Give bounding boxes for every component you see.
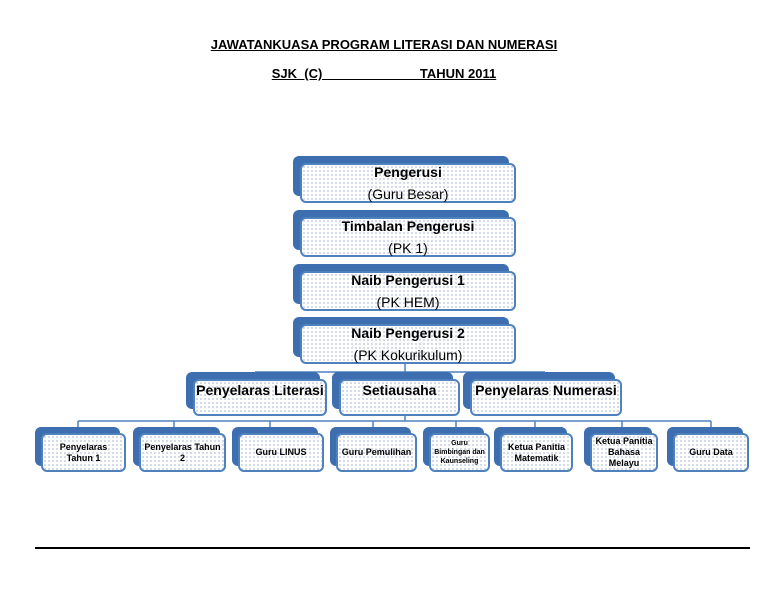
node-title: Guru Bimbingan dan Kaunseling [434,440,485,465]
node-title: Guru Pemulihan [341,447,412,457]
node-subtitle: (PK 1) [388,240,428,256]
node-title: Naib Pengerusi 2 [351,325,465,341]
deputy-chairman-box: Timbalan Pengerusi (PK 1) [300,217,516,257]
literacy-coordinator-box: Penyelaras Literasi [193,379,327,416]
node-title: Setiausaha [362,382,437,398]
page-footer-rule [35,547,750,549]
year-2-coordinator-box: Penyelaras Tahun 2 [139,433,226,472]
node-subtitle: (PK HEM) [376,294,440,310]
node-subtitle: (PK Kokurikulum) [353,347,463,363]
node-title: Penyelaras Tahun 2 [144,441,221,463]
math-panel-head-box: Ketua Panitia Matematik [500,433,573,472]
node-title: Guru LINUS [255,447,307,457]
node-title: Guru Data [689,447,733,457]
node-title: Timbalan Pengerusi [341,218,475,234]
page-subtitle: SJK (C) _____________TAHUN 2011 [271,66,497,81]
node-title: Penyelaras Tahun 1 [59,441,108,463]
chairman-box: Pengerusi (Guru Besar) [300,163,516,203]
remedial-teacher-box: Guru Pemulihan [336,433,417,472]
node-title: Ketua Panitia Matematik [507,441,565,463]
node-title: Ketua Panitia Bahasa Melayu [595,436,653,468]
vice-chairman-2-box: Naib Pengerusi 2 (PK Kokurikulum) [300,324,516,364]
counseling-teacher-box: Guru Bimbingan dan Kaunseling [429,433,490,472]
node-title: Pengerusi [374,164,442,180]
node-subtitle: (Guru Besar) [367,186,449,202]
node-title: Penyelaras Literasi [196,382,324,398]
secretary-box: Setiausaha [339,379,460,416]
linus-teacher-box: Guru LINUS [238,433,324,472]
malay-panel-head-box: Ketua Panitia Bahasa Melayu [590,433,658,472]
numeracy-coordinator-box: Penyelaras Numerasi [470,379,622,416]
node-title: Naib Pengerusi 1 [351,272,465,288]
data-teacher-box: Guru Data [673,433,749,472]
year-1-coordinator-box: Penyelaras Tahun 1 [41,433,126,472]
vice-chairman-1-box: Naib Pengerusi 1 (PK HEM) [300,271,516,311]
node-title: Penyelaras Numerasi [475,382,617,398]
page-title: JAWATANKUASA PROGRAM LITERASI DAN NUMERA… [210,37,558,52]
